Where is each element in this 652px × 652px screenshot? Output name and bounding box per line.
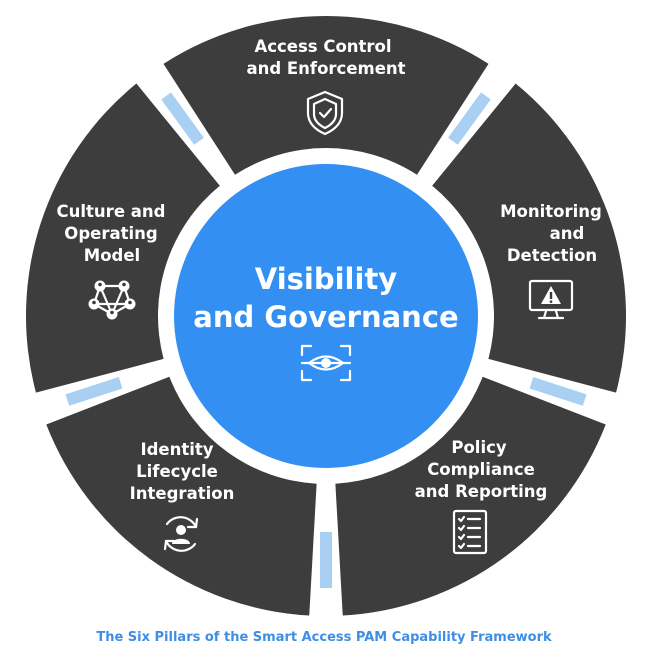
pillar-monitoring-line-2: and [550, 224, 585, 243]
gap-accent-1 [529, 377, 587, 406]
pillar-policy-line-1: Policy [451, 438, 507, 457]
pillar-monitoring-line-3: Detection [507, 246, 597, 265]
pillar-culture: Culture and Operating Model [57, 202, 166, 320]
monitor-alert-icon [528, 279, 574, 320]
segment-gaps [65, 92, 587, 588]
shield-check-icon [306, 90, 344, 136]
center-title-line-1: Visibility [255, 262, 398, 296]
gap-accent-3 [65, 377, 123, 406]
checklist-icon [452, 509, 488, 555]
network-people-icon [88, 280, 136, 320]
pillar-monitoring-line-1: Monitoring [500, 202, 602, 221]
diagram-caption: The Six Pillars of the Smart Access PAM … [96, 630, 552, 645]
pillar-segment-culture [25, 83, 220, 393]
pillar-segments [25, 15, 626, 616]
center-title-line-2: and Governance [193, 300, 458, 334]
pillar-segment-identity [46, 376, 317, 616]
pillar-access-control: Access Control and Enforcement [246, 37, 406, 136]
pillar-culture-line-3: Model [84, 246, 140, 265]
pillar-identity-line-1: Identity [140, 440, 213, 459]
pillar-identity-line-3: Integration [130, 484, 235, 503]
pillar-segment-access-control [163, 15, 489, 175]
pillar-monitoring: Monitoring and Detection [500, 202, 602, 320]
pillar-policy-line-2: Compliance [427, 460, 535, 479]
gap-accent-0 [448, 92, 491, 145]
pillar-segment-policy [335, 376, 606, 616]
pillar-identity: Identity Lifecycle Integration [130, 440, 235, 552]
pillar-culture-line-1: Culture and [57, 202, 166, 221]
pillar-culture-line-2: Operating [64, 224, 157, 243]
center-circle [174, 164, 478, 468]
gap-accent-4 [161, 92, 204, 145]
pillar-access-control-line-1: Access Control [254, 37, 391, 56]
pillar-identity-line-2: Lifecycle [136, 462, 218, 481]
pillar-policy: Policy Compliance and Reporting [415, 438, 548, 555]
user-cycle-icon [163, 516, 199, 552]
pillar-policy-line-3: and Reporting [415, 482, 548, 501]
pillar-segment-monitoring [432, 83, 626, 393]
eye-scan-icon [300, 344, 352, 382]
pillar-access-control-line-2: and Enforcement [246, 59, 405, 78]
